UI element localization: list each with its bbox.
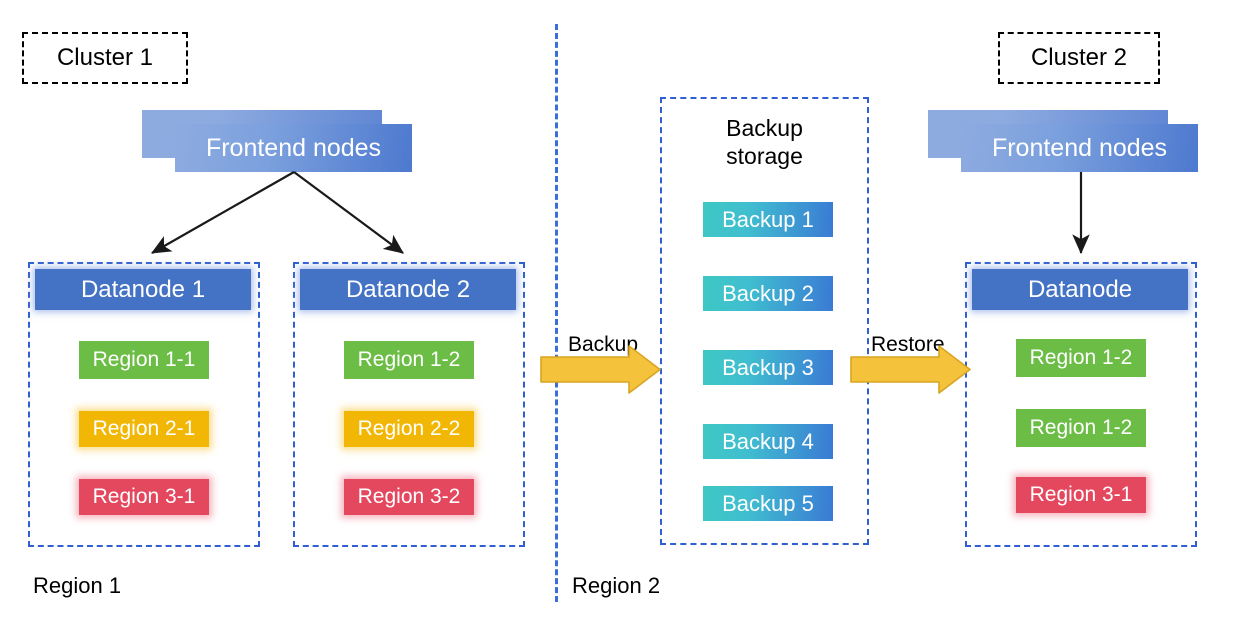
backup-chip-label: Backup 1 — [722, 206, 814, 232]
region-chip: Region 1-1 — [79, 341, 209, 379]
cluster2-datanode-header: Datanode — [972, 269, 1188, 310]
frontend-stack-front-card: Frontend nodes — [175, 124, 412, 172]
arrow-frontend-to-datanode-2 — [293, 171, 404, 254]
cluster2-datanode-container: Datanode Region 1-2 Region 1-2 Region 3-… — [965, 262, 1197, 547]
region-chip: Region 2-1 — [79, 411, 209, 447]
backup-storage-title: Backup storage — [662, 114, 867, 170]
region-chip: Region 1-2 — [1016, 339, 1146, 377]
cluster-2-label: Cluster 2 — [1030, 44, 1128, 71]
backup-flow-label: Backup — [568, 333, 639, 356]
region-chip: Region 3-1 — [79, 479, 209, 515]
datanode-2-header: Datanode 2 — [300, 269, 516, 310]
backup-chip: Backup 1 — [703, 202, 833, 237]
frontend-stack-back-card — [142, 110, 382, 158]
cluster-1-label: Cluster 1 — [56, 44, 154, 71]
region-divider — [555, 24, 558, 602]
region-chip-label: Region 1-2 — [1029, 416, 1133, 439]
cluster-2-label-box: Cluster 2 — [998, 32, 1160, 84]
cluster2-frontend-nodes: Frontend nodes — [928, 110, 1198, 172]
datanode-1-container: Datanode 1 Region 1-1 Region 2-1 Region … — [28, 262, 260, 547]
region-chip: Region 3-2 — [344, 479, 474, 515]
region-chip-label: Region 3-1 — [92, 485, 196, 508]
backup-chip: Backup 5 — [703, 486, 833, 521]
backup-chip-label: Backup 2 — [722, 280, 814, 306]
cluster1-frontend-label: Frontend nodes — [205, 133, 382, 162]
region-chip: Region 2-2 — [344, 411, 474, 447]
region-2-footer-label: Region 2 — [572, 573, 661, 598]
region-chip-label: Region 2-1 — [92, 417, 196, 440]
region-chip-label: Region 3-2 — [357, 485, 461, 508]
frontend-stack-back-card — [928, 110, 1168, 158]
restore-flow-label: Restore — [871, 333, 945, 356]
datanode-2-header-label: Datanode 2 — [345, 275, 471, 303]
backup-storage-container: Backup storage Backup 1 Backup 2 Backup … — [660, 97, 869, 545]
datanode-1-header-label: Datanode 1 — [80, 275, 206, 303]
backup-chip-label: Backup 5 — [722, 490, 814, 516]
datanode-1-header: Datanode 1 — [35, 269, 251, 310]
backup-chip-label: Backup 4 — [722, 428, 814, 454]
region-chip-label: Region 1-1 — [92, 348, 196, 371]
region-chip-label: Region 3-1 — [1029, 483, 1133, 506]
region-chip-label: Region 1-2 — [1029, 346, 1133, 369]
cluster-1-label-box: Cluster 1 — [22, 32, 188, 84]
backup-storage-title-line2: storage — [726, 143, 803, 170]
cluster2-datanode-header-label: Datanode — [1027, 275, 1133, 303]
cluster1-frontend-nodes: Frontend nodes — [142, 110, 412, 172]
backup-chip: Backup 2 — [703, 276, 833, 311]
backup-storage-title-line1: Backup — [726, 115, 803, 141]
region-chip: Region 3-1 — [1016, 477, 1146, 513]
cluster2-frontend-label: Frontend nodes — [991, 133, 1168, 162]
region-chip: Region 1-2 — [1016, 409, 1146, 447]
region-chip: Region 1-2 — [344, 341, 474, 379]
backup-chip: Backup 3 — [703, 350, 833, 385]
arrow-frontend-to-datanode-1 — [151, 171, 295, 254]
region-1-footer-label: Region 1 — [33, 573, 122, 598]
region-chip-label: Region 1-2 — [357, 348, 461, 371]
frontend-stack-front-card: Frontend nodes — [961, 124, 1198, 172]
datanode-2-container: Datanode 2 Region 1-2 Region 2-2 Region … — [293, 262, 525, 547]
backup-chip-label: Backup 3 — [722, 354, 814, 380]
region-chip-label: Region 2-2 — [357, 417, 461, 440]
backup-chip: Backup 4 — [703, 424, 833, 459]
